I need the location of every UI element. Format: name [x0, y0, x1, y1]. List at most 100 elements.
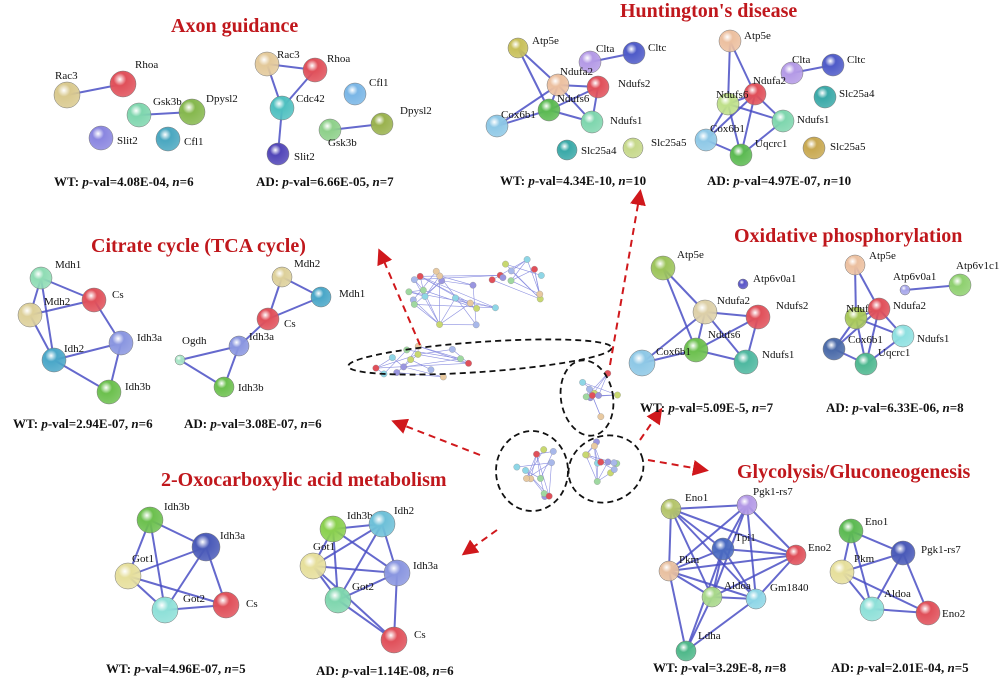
- stat-oxo-wt: WT: p-val=4.96E-07, n=5: [106, 661, 246, 677]
- protein-label: Got1: [313, 541, 335, 553]
- edge: [747, 505, 796, 555]
- protein-node: [845, 255, 865, 275]
- central-node: [411, 301, 417, 307]
- central-edge: [411, 360, 431, 370]
- protein-label: Tpi1: [735, 532, 756, 544]
- protein-node: [152, 597, 178, 623]
- protein-label: Eno1: [865, 516, 888, 528]
- protein-label: Cox6b1: [848, 334, 883, 346]
- protein-label: Rhoa: [135, 59, 158, 71]
- protein-node: [127, 103, 151, 127]
- protein-label: Ldha: [698, 630, 721, 642]
- protein-label: Atp5e: [869, 250, 896, 262]
- protein-label: Gsk3b: [153, 96, 182, 108]
- protein-node: [110, 71, 136, 97]
- central-node: [417, 273, 423, 279]
- title-oxidative-phosphorylation: Oxidative phosphorylation: [734, 225, 962, 248]
- protein-label: Cltc: [648, 42, 666, 54]
- stat-glyco-wt: WT: p-val=3.29E-8, n=8: [653, 660, 786, 676]
- protein-label: Clta: [596, 43, 614, 55]
- protein-node: [822, 54, 844, 76]
- protein-label: Slc25a4: [839, 88, 875, 100]
- central-node: [522, 467, 528, 473]
- title-huntingtons-disease: Huntington's disease: [620, 0, 797, 23]
- central-node: [598, 413, 604, 419]
- protein-label: Idh3a: [249, 331, 274, 343]
- protein-node: [213, 592, 239, 618]
- arrow-to-glyco: [648, 460, 705, 470]
- central-node: [502, 261, 508, 267]
- protein-node: [109, 331, 133, 355]
- central-node: [411, 276, 417, 282]
- protein-node: [381, 627, 407, 653]
- title-glycolysis-gluconeogenesis: Glycolysis/Gluconeogenesis: [737, 461, 970, 484]
- central-node: [473, 305, 479, 311]
- protein-label: Idh3b: [164, 501, 190, 513]
- protein-node: [730, 144, 752, 166]
- central-node: [594, 478, 600, 484]
- protein-node: [712, 538, 734, 560]
- central-node: [582, 452, 588, 458]
- central-node: [589, 392, 595, 398]
- central-node: [400, 364, 406, 370]
- protein-node: [30, 267, 52, 289]
- protein-node: [659, 561, 679, 581]
- central-node: [583, 394, 589, 400]
- protein-node: [839, 519, 863, 543]
- central-edge: [549, 463, 551, 497]
- protein-node: [651, 256, 675, 280]
- stat-oxo-ad: AD: p-val=1.14E-08, n=6: [316, 663, 454, 679]
- arrow-to-tca: [395, 422, 480, 455]
- central-node: [428, 367, 434, 373]
- protein-node: [702, 587, 722, 607]
- central-node: [524, 256, 530, 262]
- central-node: [586, 386, 592, 392]
- protein-label: Atp6v1c1: [956, 260, 999, 272]
- protein-node: [734, 350, 758, 374]
- protein-label: Rac3: [55, 70, 78, 82]
- protein-node: [270, 96, 294, 120]
- protein-label: Atp5e: [532, 35, 559, 47]
- central-node: [538, 272, 544, 278]
- stat-huntington-ad: AD: p-val=4.97E-07, n=10: [707, 173, 851, 189]
- stat-huntington-wt: WT: p-val=4.34E-10, n=10: [500, 173, 646, 189]
- central-node: [420, 287, 426, 293]
- protein-node: [949, 274, 971, 296]
- central-node: [473, 322, 479, 328]
- protein-label: Idh2: [394, 505, 414, 517]
- protein-node: [916, 601, 940, 625]
- protein-label: Idh3a: [220, 530, 245, 542]
- protein-node: [891, 541, 915, 565]
- central-edge: [537, 454, 550, 496]
- protein-label: Pkm: [854, 553, 875, 565]
- central-node: [389, 354, 395, 360]
- protein-label: Ndufs6: [716, 89, 749, 101]
- protein-node: [737, 495, 757, 515]
- protein-label: Slc25a5: [651, 137, 687, 149]
- protein-node: [772, 110, 794, 132]
- protein-label: Cs: [112, 289, 124, 301]
- central-node: [508, 268, 514, 274]
- protein-node: [661, 499, 681, 519]
- protein-node: [868, 298, 890, 320]
- protein-label: Ndufa2: [717, 295, 750, 307]
- central-node: [548, 459, 554, 465]
- protein-node: [54, 82, 80, 108]
- central-node: [533, 451, 539, 457]
- protein-node: [42, 348, 66, 372]
- protein-label: Slit2: [117, 135, 138, 147]
- protein-node: [860, 597, 884, 621]
- protein-node: [156, 127, 180, 151]
- protein-node: [267, 143, 289, 165]
- protein-node: [272, 267, 292, 287]
- stat-glyco-ad: AD: p-val=2.01E-04, n=5: [831, 660, 969, 676]
- protein-node: [508, 38, 528, 58]
- central-node: [470, 282, 476, 288]
- protein-label: Gm1840: [770, 582, 809, 594]
- protein-node: [587, 76, 609, 98]
- central-node: [465, 360, 471, 366]
